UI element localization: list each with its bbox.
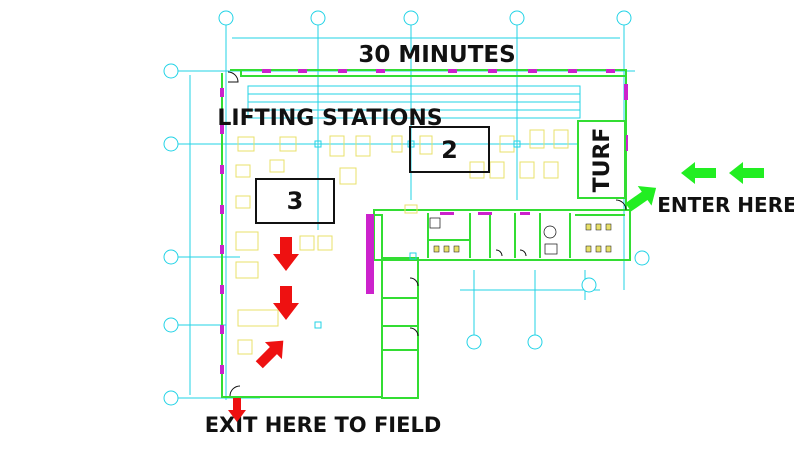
enter-here-label: ENTER HERE — [657, 193, 794, 217]
station-2-label: 2 — [441, 136, 458, 164]
duration-title: 30 MINUTES — [358, 42, 515, 68]
lifting-stations-label: LIFTING STATIONS — [217, 106, 442, 131]
station-3-label: 3 — [287, 187, 304, 215]
exit-arrow-icon — [228, 398, 246, 422]
door-swings — [227, 71, 627, 397]
exit-here-label: EXIT HERE TO FIELD — [205, 413, 442, 437]
enter-arrow-icon — [625, 186, 657, 212]
turf-area-box — [577, 120, 626, 199]
grid-bubbles — [163, 10, 650, 406]
exit-arrow-icon — [273, 237, 299, 271]
enter-arrow-icon — [729, 162, 764, 184]
turf-lanes — [247, 85, 581, 119]
station-3-box — [255, 178, 335, 224]
turf-label: TURF — [590, 128, 615, 193]
exit-arrow-icon — [255, 340, 284, 369]
enter-arrow-icon — [681, 162, 716, 184]
lifting-equipment — [235, 129, 569, 355]
restroom-details — [429, 217, 558, 255]
restroom-fixtures — [433, 223, 612, 253]
station-2-box — [409, 126, 490, 173]
exit-arrow-icon — [273, 286, 299, 320]
